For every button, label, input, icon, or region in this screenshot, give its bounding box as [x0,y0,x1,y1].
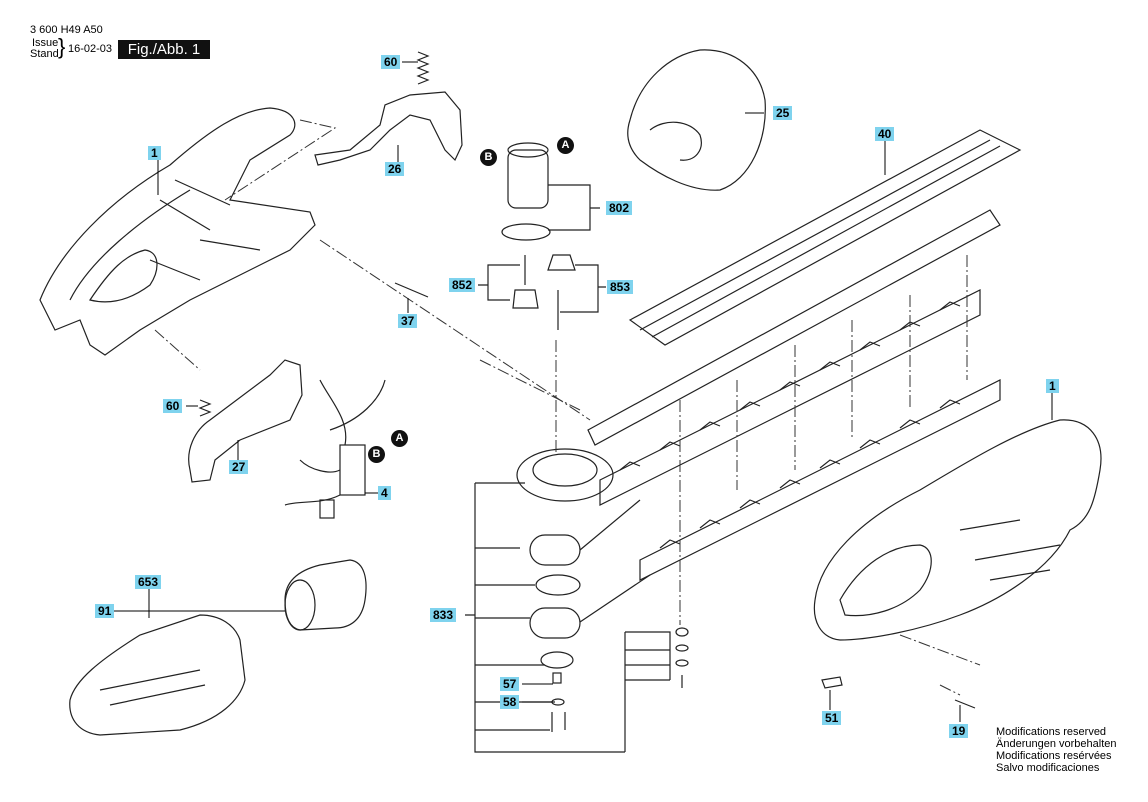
rear-grip-shape [188,359,303,483]
marker-b-motor: B [480,149,497,166]
blade-housing-shape [628,129,1022,346]
stand-label: Stand [30,48,59,60]
callout-833: 833 [430,608,457,622]
spring-top-shape [416,51,430,85]
callout-91: 91 [95,604,115,618]
callout-40: 40 [875,127,895,141]
cutting-blade-upper-shape [599,289,981,506]
callout-853: 853 [607,280,634,294]
callout-37: 37 [398,314,418,328]
note-es: Salvo modificaciones [996,762,1100,774]
marker-a-motor: A [557,137,574,154]
pin-shape [394,282,429,298]
marker-a-wiring: A [391,430,408,447]
marker-b-wiring: B [368,446,385,463]
callout-58: 58 [500,695,520,709]
motor-shape [507,149,549,209]
charger-shape [69,614,246,736]
issue-date: 16-02-03 [68,43,113,55]
brace: } [58,34,66,59]
callout-26: 26 [385,162,405,176]
battery-shape [284,559,367,631]
note-fr: Modifications resérvées [996,750,1112,762]
gear-shape [516,448,614,502]
figure-label: Fig./Abb. 1 [118,40,210,59]
housing-right-shape [813,419,1102,641]
callout-60-bottom: 60 [163,399,183,413]
blade-rail-shape [587,209,1001,446]
front-grip-shape [314,91,463,166]
callout-25: 25 [773,106,793,120]
callout-1-left: 1 [148,146,161,160]
callout-4: 4 [378,486,391,500]
callout-60-top: 60 [381,55,401,69]
cutting-blade-lower-shape [639,379,1001,581]
callout-27: 27 [229,460,249,474]
part-number: 3 600 H49 A50 [30,24,103,36]
switch-board-shape [339,444,366,496]
callout-852: 852 [449,278,476,292]
blade-guard-shape [627,49,766,191]
issue-label: Issue [32,37,59,49]
callout-19: 19 [949,724,969,738]
note-en: Modifications reserved [996,726,1107,738]
plate-lower-shape [529,607,581,639]
modification-notes: Modifications reserved Änderungen vorbeh… [996,726,1116,774]
plate-upper-shape [529,534,581,566]
housing-left-shape [39,107,316,356]
callout-1-right: 1 [1046,379,1059,393]
callout-802: 802 [606,201,633,215]
callout-653: 653 [135,575,162,589]
motor-pinion-shape [501,223,551,241]
note-de: Änderungen vorbehalten [996,738,1117,750]
callout-51: 51 [822,711,842,725]
callout-57: 57 [500,677,520,691]
